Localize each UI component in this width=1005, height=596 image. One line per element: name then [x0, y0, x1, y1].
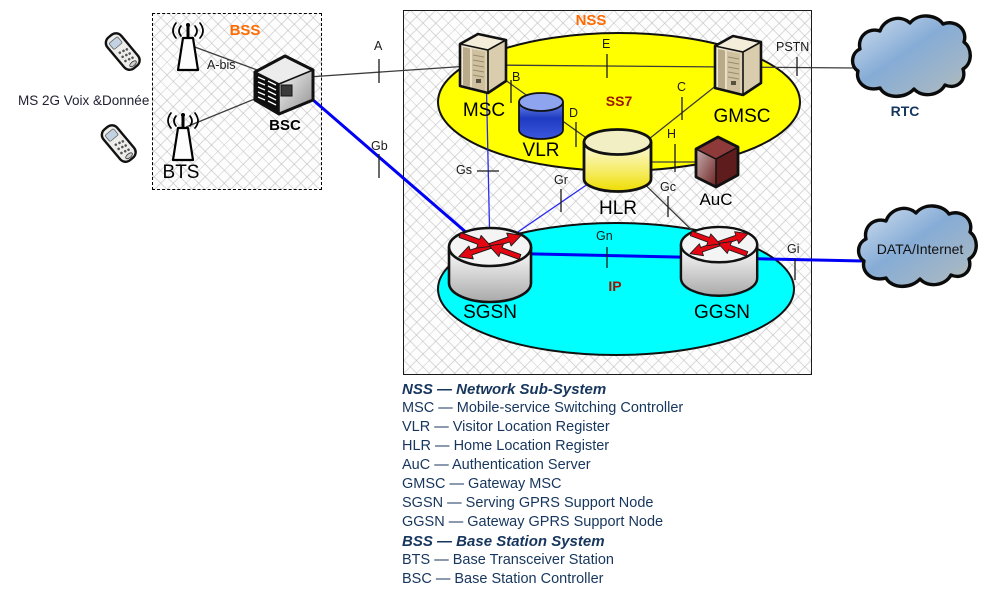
- legend-msc: MSC — Mobile-service Switching Controlle…: [402, 400, 684, 416]
- legend-auc: AuC — Authentication Server: [402, 457, 591, 473]
- msc-server-icon: [458, 32, 508, 95]
- legend: NSS — Network Sub-System MSC — Mobile-se…: [402, 380, 683, 589]
- interface-d: D: [569, 106, 579, 120]
- legend-bsc: BSC — Base Station Controller: [402, 571, 604, 587]
- sgsn-router-icon: [449, 228, 531, 302]
- bts-label: BTS: [162, 162, 200, 183]
- ip-label: IP: [608, 278, 622, 294]
- bss-title: BSS: [229, 22, 261, 39]
- interface-pstn: PSTN: [776, 40, 810, 54]
- hlr-database-icon: [582, 128, 653, 193]
- auc-label: AuC: [699, 190, 733, 209]
- legend-gmsc: GMSC — Gateway MSC: [402, 476, 562, 492]
- line-gs: [485, 66, 491, 252]
- vlr-label: VLR: [522, 140, 560, 161]
- rtc-label: RTC: [890, 103, 920, 119]
- legend-bts: BTS — Base Transceiver Station: [402, 552, 614, 568]
- ss7-label: SS7: [605, 93, 633, 109]
- interface-gn: Gn: [596, 229, 613, 243]
- line-abis: [191, 45, 261, 72]
- interface-ticks: [378, 54, 798, 280]
- rtc-cloud-icon: [850, 14, 972, 99]
- interface-gb: Gb: [371, 139, 388, 153]
- mobile-phone-icon: [97, 121, 140, 166]
- interface-gs: Gs: [456, 163, 472, 177]
- legend-vlr: VLR — Visitor Location Register: [402, 419, 610, 435]
- legend-nss-header: NSS — Network Sub-System: [402, 381, 607, 398]
- legend-ggsn: GGSN — Gateway GPRS Support Node: [402, 514, 664, 530]
- sgsn-label: SGSN: [463, 302, 517, 323]
- interface-e: E: [602, 37, 611, 51]
- bts-antenna-icon: [166, 111, 200, 162]
- bsc-label: BSC: [269, 117, 301, 134]
- line-a: [307, 64, 485, 78]
- interface-abis: A-bis: [207, 58, 236, 72]
- gmsc-label: GMSC: [713, 106, 771, 127]
- interface-c: C: [677, 80, 687, 94]
- legend-hlr: HLR — Home Location Register: [402, 438, 610, 454]
- line-e-pstn: [483, 64, 857, 69]
- legend-bss-header: BSS — Base Station System: [402, 533, 605, 550]
- ggsn-label: GGSN: [694, 302, 750, 323]
- msc-label: MSC: [462, 100, 506, 121]
- legend-sgsn: SGSN — Serving GPRS Support Node: [402, 495, 654, 511]
- vlr-database-icon: [518, 92, 564, 140]
- line-gn-gi: [489, 251, 864, 263]
- interface-gc: Gc: [660, 180, 676, 194]
- interface-a: A: [374, 39, 383, 53]
- line-gb: [289, 78, 491, 255]
- auc-server-icon: [694, 135, 740, 189]
- interface-gi: Gi: [787, 242, 800, 256]
- interface-h: H: [667, 127, 677, 141]
- bsc-switch-icon: [253, 54, 315, 116]
- bts-antenna-icon: [171, 21, 205, 72]
- interface-b: B: [512, 70, 521, 84]
- nss-title: NSS: [575, 12, 607, 29]
- ms-label: MS 2G Voix &Donnée: [18, 93, 150, 108]
- ggsn-router-icon: [681, 227, 757, 296]
- hlr-label: HLR: [598, 198, 638, 219]
- mobile-phone-icon: [101, 29, 144, 74]
- gmsc-server-icon: [713, 34, 763, 97]
- data-internet-label: DATA/Internet: [876, 241, 964, 257]
- interface-gr: Gr: [554, 173, 568, 187]
